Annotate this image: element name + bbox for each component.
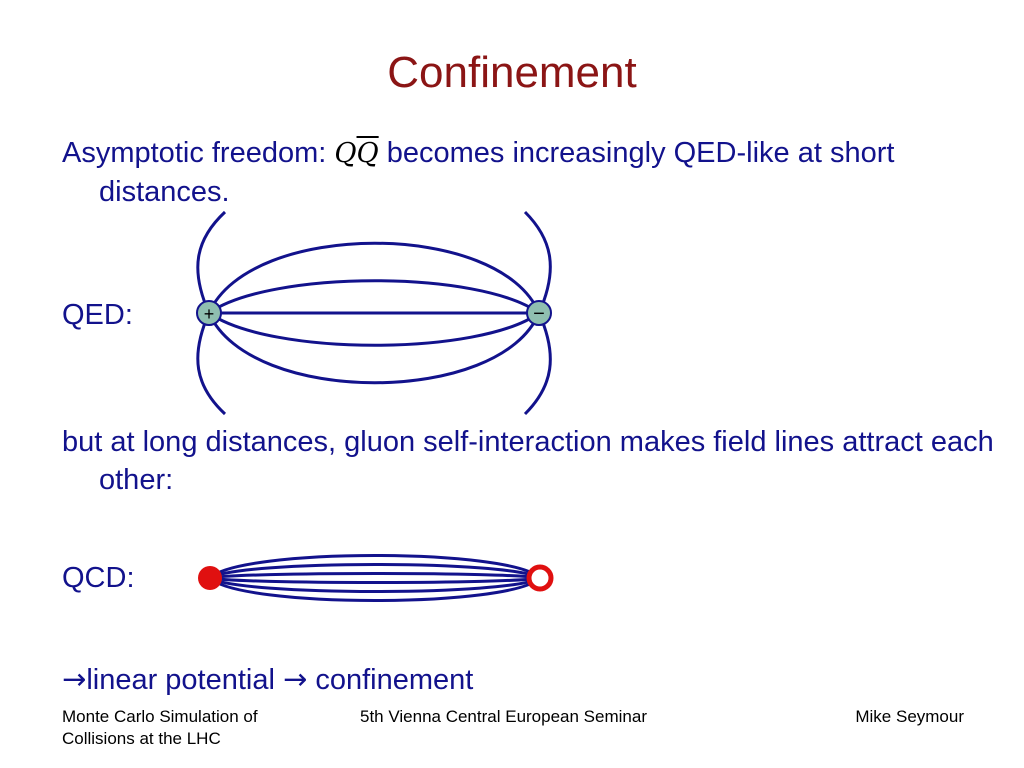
qcd-line-4 bbox=[209, 576, 541, 584]
qcd-flux-tube bbox=[208, 554, 542, 602]
negative-charge bbox=[526, 300, 552, 326]
footer-right: Mike Seymour bbox=[855, 707, 964, 726]
bullet-asymptotic-freedom: Asymptotic freedom: QQ becomes increasin… bbox=[62, 134, 1019, 211]
bullet-prefix: Asymptotic freedom: bbox=[62, 137, 335, 169]
footer-left: Monte Carlo Simulation of Collisions at … bbox=[62, 707, 258, 748]
qed-field-lines bbox=[196, 210, 552, 416]
qed-label: QED: bbox=[62, 299, 133, 331]
qqbar-symbol: QQ bbox=[334, 138, 378, 169]
qed-line-lower-1 bbox=[208, 311, 540, 347]
qed-line-upper-1 bbox=[208, 279, 540, 315]
qed-line-upper-3 bbox=[196, 210, 227, 314]
footer-center: 5th Vienna Central European Seminar bbox=[360, 707, 647, 726]
qcd-line-1 bbox=[208, 554, 542, 580]
antiquark-dot bbox=[526, 564, 554, 592]
quark-symbol: Q bbox=[334, 138, 357, 169]
qcd-line-6 bbox=[208, 576, 542, 602]
conclusion-text-1: linear potential bbox=[86, 664, 283, 696]
qcd-label: QCD: bbox=[62, 562, 135, 594]
slide-title: Confinement bbox=[387, 48, 637, 97]
bullet-long-distances: but at long distances, gluon self-intera… bbox=[62, 426, 994, 496]
conclusion-text-2: confinement bbox=[307, 664, 474, 696]
qcd-line-3 bbox=[209, 572, 541, 580]
qed-line-lower-4 bbox=[523, 312, 552, 416]
arrow-icon: → bbox=[62, 662, 87, 696]
plus-sign: + bbox=[204, 304, 215, 324]
quark-dot bbox=[198, 566, 222, 590]
qed-line-lower-2 bbox=[207, 312, 541, 385]
minus-sign: − bbox=[533, 303, 545, 325]
qcd-line-2 bbox=[209, 563, 541, 580]
qed-line-upper-4 bbox=[523, 210, 552, 314]
conclusion-line: →linear potential → confinement bbox=[62, 660, 982, 699]
arrow-icon: → bbox=[283, 662, 308, 696]
qed-line-upper-2 bbox=[207, 241, 541, 314]
qed-line-lower-3 bbox=[196, 312, 227, 416]
antiquark-symbol: Q bbox=[356, 138, 379, 169]
positive-charge bbox=[196, 300, 222, 326]
qcd-line-5 bbox=[209, 576, 541, 593]
bullet-suffix: becomes increasingly QED-like at short d… bbox=[99, 137, 895, 208]
